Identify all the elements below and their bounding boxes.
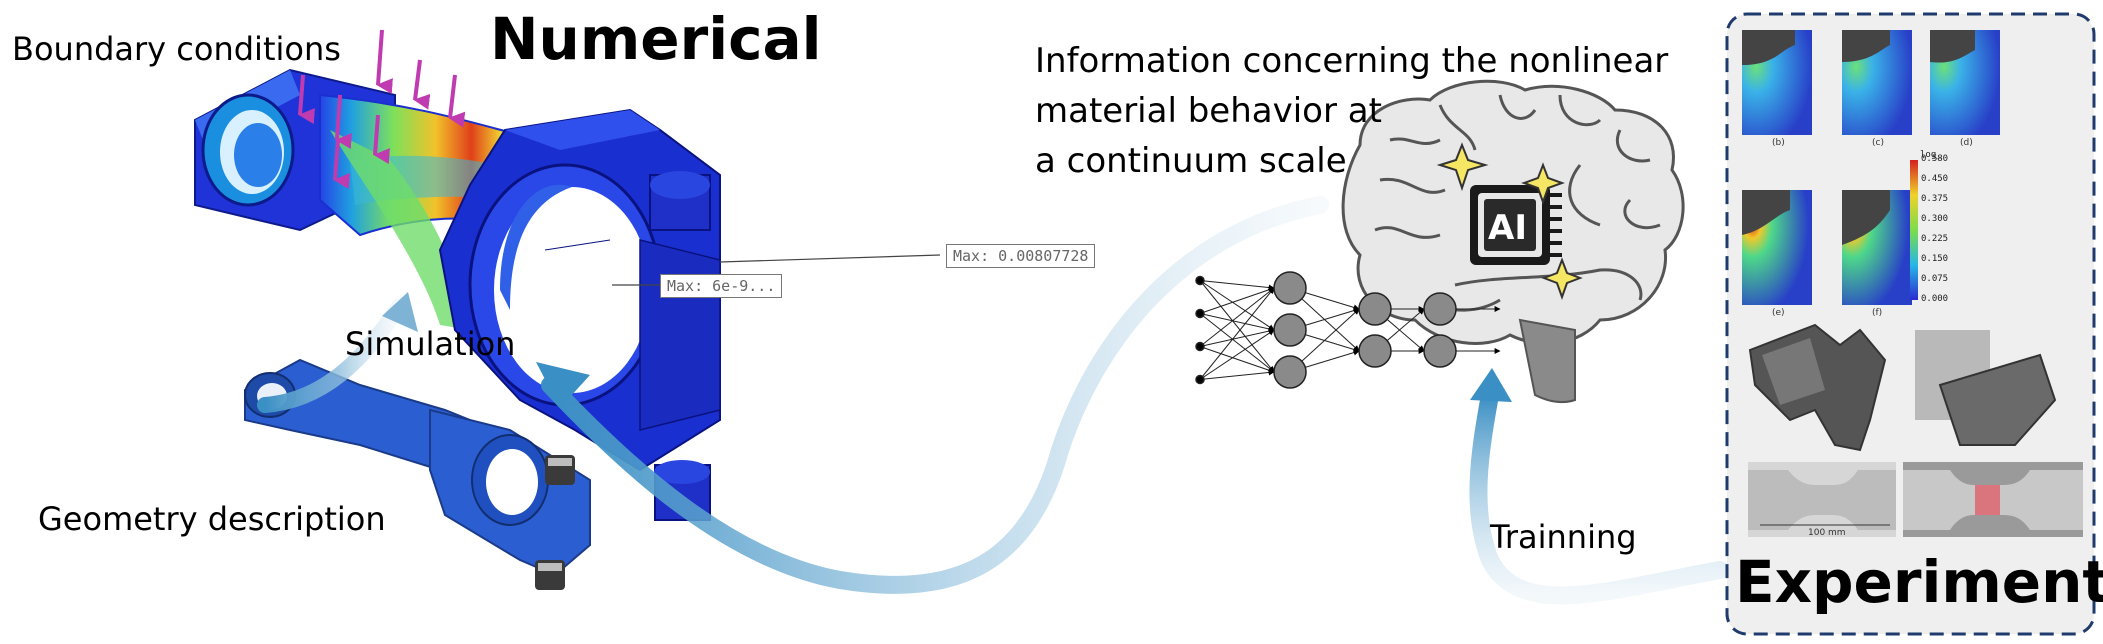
ai-chip-icon <box>1470 185 1562 265</box>
ai-chip-label: AI <box>1488 208 1527 248</box>
nn-node <box>1358 334 1392 368</box>
nn-connection <box>1199 313 1275 373</box>
specimen-heatmap-d <box>1930 30 2000 135</box>
scale-bar-label: 100 mm <box>1808 528 1846 538</box>
subfig-label-e: (e) <box>1772 308 1785 318</box>
simulation-label: Simulation <box>345 325 516 363</box>
dogbone-specimen-2 <box>1903 462 2083 537</box>
nn-node <box>1273 271 1307 305</box>
colorbar-tick: 0.580 <box>1921 154 1949 164</box>
nn-input-node <box>1195 341 1205 352</box>
subfig-label-f: (f) <box>1872 308 1883 318</box>
experimental-title: Experimental <box>1735 548 2103 616</box>
colorbar-tick: 0.150 <box>1921 254 1949 264</box>
colorbar-tick: 0.375 <box>1921 194 1949 204</box>
subfig-label-d: (d) <box>1960 138 1973 148</box>
nn-node <box>1273 313 1307 347</box>
numerical-title: Numerical <box>490 5 822 73</box>
nn-input-node <box>1195 374 1205 385</box>
nn-input-node <box>1195 308 1205 319</box>
specimen-heatmap-f <box>1842 190 1912 305</box>
specimen-photo-fixture <box>1748 323 1887 452</box>
specimen-photo-tested <box>1915 330 2057 446</box>
fem-max-tag: Max: 0.00807728 <box>946 244 1096 268</box>
info-line-3: a continuum scale <box>1035 141 1347 181</box>
nn-node <box>1423 292 1457 326</box>
nn-connection <box>1199 328 1275 347</box>
specimen-heatmap-e <box>1742 190 1812 305</box>
geometry-description-label: Geometry description <box>38 500 386 538</box>
specimen-heatmap-c <box>1842 30 1912 135</box>
nn-connection <box>1199 346 1275 374</box>
nn-node <box>1423 334 1457 368</box>
colorbar-tick: 0.225 <box>1921 234 1949 244</box>
dogbone-specimen-1 <box>1748 462 1896 537</box>
colorbar-title: log_ <box>1920 150 1942 160</box>
sparkle-icons <box>1436 142 1583 300</box>
nn-node <box>1273 355 1307 389</box>
nn-connection <box>1199 287 1275 347</box>
boundary-conditions-label: Boundary conditions <box>12 30 341 68</box>
nn-connection <box>1199 280 1275 373</box>
nn-input-node <box>1195 275 1205 286</box>
colorbar-tick: 0.300 <box>1921 214 1949 224</box>
experimental-panel <box>1725 12 2096 636</box>
nn-connection <box>1199 287 1275 380</box>
nn-connection <box>1199 329 1275 380</box>
neural-network-diagram <box>1195 271 1501 389</box>
colorbar-tick: 0.075 <box>1921 274 1949 284</box>
subfig-label-c: (c) <box>1872 138 1884 148</box>
fem-connecting-rod <box>194 68 941 521</box>
training-label: Trainning <box>1490 518 1637 556</box>
specimen-heatmap-b <box>1742 30 1812 135</box>
fem-min-tag: Max: 6e-9... <box>660 274 783 298</box>
nn-connection <box>1199 280 1275 291</box>
colorbar-tick: 0.450 <box>1921 174 1949 184</box>
colorbar-tick: 0.000 <box>1921 294 1949 304</box>
nn-connection <box>1199 280 1275 331</box>
nn-connection <box>1199 313 1275 332</box>
info-line-2: material behavior at <box>1035 91 1382 131</box>
info-line-1: Information concerning the nonlinear <box>1035 41 1669 81</box>
flow-arrows <box>257 196 1729 605</box>
colorbar <box>1910 160 1918 300</box>
nn-connection <box>1199 369 1275 380</box>
load-arrows <box>298 29 466 190</box>
subfig-label-b: (b) <box>1772 138 1785 148</box>
nn-connection <box>1199 286 1275 314</box>
geometry-rod <box>244 358 591 590</box>
nn-node <box>1358 292 1392 326</box>
